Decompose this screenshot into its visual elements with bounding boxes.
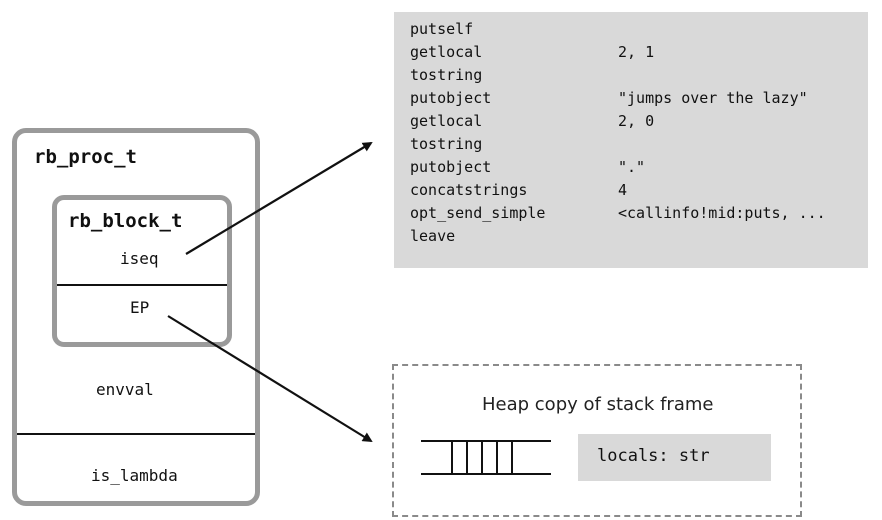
iseq-pointer-arrow bbox=[185, 141, 373, 255]
rb-block-t-title: rb_block_t bbox=[68, 210, 183, 232]
rb-proc-t-title: rb_proc_t bbox=[34, 146, 137, 168]
code-opcode: opt_send_simple bbox=[410, 204, 546, 222]
envval-field-label: envval bbox=[96, 380, 154, 399]
code-opcode: putself bbox=[410, 20, 474, 38]
locals-label: locals: str bbox=[597, 446, 710, 466]
code-operand: "jumps over the lazy" bbox=[618, 89, 808, 107]
proc-field-divider bbox=[17, 433, 255, 435]
block-field-divider bbox=[57, 284, 227, 286]
ep-field-label: EP bbox=[130, 298, 150, 317]
heap-copy-title: Heap copy of stack frame bbox=[482, 394, 714, 415]
heap-copy-box bbox=[392, 364, 802, 517]
code-operand: 2, 1 bbox=[618, 43, 655, 61]
code-operand: 4 bbox=[618, 181, 628, 199]
rb-block-t-box bbox=[52, 195, 232, 347]
iseq-code-panel: putself getlocal 2, 1 tostring putobject "… bbox=[394, 12, 868, 268]
iseq-field-label: iseq bbox=[120, 249, 159, 268]
code-opcode: putobject bbox=[410, 89, 492, 107]
stack-frame-icon bbox=[421, 440, 551, 475]
code-opcode: putobject bbox=[410, 158, 492, 176]
code-opcode: leave bbox=[410, 227, 456, 245]
is-lambda-field-label: is_lambda bbox=[91, 466, 178, 485]
ep-pointer-arrow bbox=[167, 315, 373, 443]
code-opcode: tostring bbox=[410, 66, 483, 84]
code-opcode: getlocal bbox=[410, 43, 483, 61]
locals-box bbox=[578, 434, 771, 481]
code-opcode: concatstrings bbox=[410, 181, 528, 199]
rb-proc-t-box bbox=[12, 128, 260, 506]
code-operand: <callinfo!mid:puts, ... bbox=[618, 204, 826, 222]
code-operand: "." bbox=[618, 158, 646, 176]
code-opcode: getlocal bbox=[410, 112, 483, 130]
code-opcode: tostring bbox=[410, 135, 483, 153]
code-operand: 2, 0 bbox=[618, 112, 655, 130]
